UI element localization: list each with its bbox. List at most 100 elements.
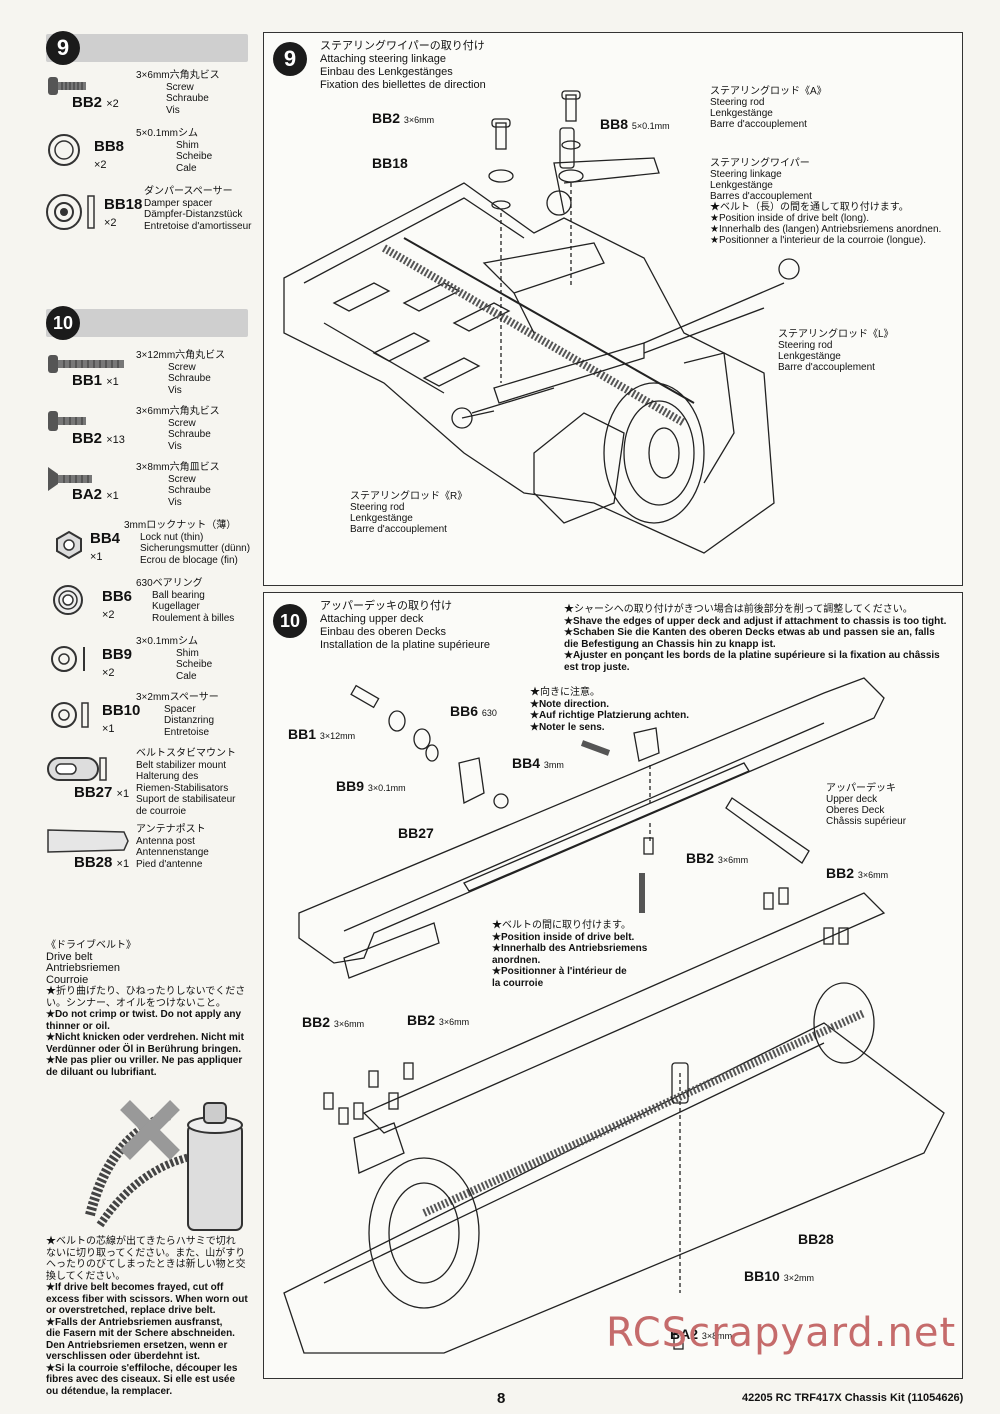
part-size: ダンパースペーサー [144, 186, 233, 197]
part-name-de: Schraube [168, 429, 211, 440]
part-name-fr: Vis [166, 104, 180, 116]
part-qty: ×1 [90, 551, 103, 563]
step9-title: ステアリングワイパーの取り付け Attaching steering linka… [320, 40, 486, 92]
belt-fray-line: ★Falls der Antriebsriemen ausfranst, [46, 1316, 223, 1328]
part-name-de: Schraube [166, 93, 209, 104]
part-code: BB10 [102, 702, 141, 719]
step10-bb28-label: BB28 [798, 1231, 834, 1247]
part-name-fr: Vis [168, 440, 182, 452]
spacer-icon [51, 702, 89, 728]
part-qty: ×1 [106, 490, 119, 502]
part-size: アンテナポスト [136, 824, 206, 835]
step10-shave-note: ★シャーシへの取り付けがきつい場合は前後部分を削って調整してください。 ★Sha… [564, 604, 947, 673]
step10-bb4-label: BB4 3mm [512, 755, 564, 771]
part-name-fr: Vis [168, 496, 182, 508]
step10-bb1-label: BB1 3×12mm [288, 726, 356, 742]
part-name-fr: Ecrou de blocage (fin) [140, 554, 238, 566]
part-name-en: Ball bearing [152, 589, 205, 601]
part-name-en: Screw [168, 361, 196, 373]
step10-badge: 10 [46, 306, 80, 340]
part-size: 3×6mm六角丸ビス [136, 70, 220, 81]
shim-icon [48, 134, 80, 166]
part-name-de: Schraube [168, 373, 211, 384]
part-name-fr: Roulement à billes [152, 612, 235, 624]
part-qty: ×1 [106, 376, 119, 388]
step10-bb2-label-c: BB2 3×6mm [302, 1014, 365, 1030]
belt-fray-line: ★Si la courroie s'effiloche, découper le… [46, 1362, 238, 1374]
belt-care-en: Drive belt [46, 950, 93, 963]
countersunk-screw-icon [48, 467, 92, 491]
step9-title-en: Attaching steering linkage [320, 53, 446, 65]
long-screw-icon [48, 355, 124, 373]
belt-fray-line: or overstretched, replace drive belt. [46, 1305, 216, 1316]
part-name-de: Antennenstange [136, 847, 209, 858]
part-name-de: Kugellager [152, 601, 200, 612]
page-number: 8 [497, 1390, 506, 1407]
part-qty: ×2 [106, 98, 119, 110]
part-name-en: Damper spacer [144, 197, 213, 209]
part-qty: ×2 [94, 159, 107, 171]
part-size: 3×0.1mmシム [136, 636, 198, 647]
step9-chassis-drawing [283, 90, 800, 554]
part-name-fr: Cale [176, 670, 197, 682]
part-size: 3×12mm六角丸ビス [136, 350, 226, 361]
part-code: BB6 [102, 588, 133, 605]
step9-panel [263, 32, 963, 586]
belt-fray-line: verschlissen oder überdehnt ist. [46, 1351, 200, 1362]
belt-care-line: ★Do not crimp or twist. Do not apply any [46, 1009, 242, 1020]
belt-fray-line: ou détendue, la remplacer. [46, 1385, 173, 1397]
belt-care-fr: Courroie [46, 973, 89, 986]
part-name-de: Sicherungsmutter (dünn) [140, 543, 251, 554]
part-code: BB9 [102, 646, 133, 663]
part-name-de: Dämpfer-Distanzstück [144, 209, 243, 220]
part-name-fr2: de courroie [136, 805, 187, 817]
lock-nut-icon [56, 530, 82, 560]
part-name-de: Halterung des [136, 771, 199, 782]
part-qty: ×1 [102, 723, 115, 735]
belt-fray-line: fibres avec des ciseaux. Si elle est usé… [46, 1374, 236, 1385]
part-name-de: Scheibe [176, 659, 213, 670]
part-code: BB18 [104, 196, 143, 213]
kit-footer: 42205 RC TRF417X Chassis Kit (11054626) [742, 1392, 964, 1404]
step9-title-fr: Fixation des biellettes de direction [320, 79, 486, 91]
hex-screw-icon [48, 411, 86, 431]
belt-care-line: de diluant ou lubrifiant. [46, 1066, 157, 1078]
part-bb4: BB4×1 3mmロックナット（薄）Lock nut (thin)Sicheru… [46, 520, 261, 574]
step10-diagram-badge: 10 [273, 604, 307, 638]
step10-belt-note: ★ベルトの間に取り付けます。 ★Position inside of drive… [492, 920, 648, 989]
step10-bb9-label: BB9 3×0.1mm [336, 778, 406, 794]
part-name-de: Distanzring [164, 715, 215, 726]
damper-spacer-icon [46, 194, 95, 230]
part-name-fr: Cale [176, 162, 197, 174]
part-name-fr: Pied d'antenne [136, 858, 203, 870]
ball-bearing-icon [53, 585, 83, 615]
belt-care-block: 《ドライブベルト》 Drive belt Antriebsriemen Cour… [46, 940, 261, 1078]
part-size: 3×6mm六角丸ビス [136, 406, 220, 417]
belt-fray-line: Den Antriebsriemen ersetzen, wenn er [46, 1339, 228, 1351]
part-name-en: Antenna post [136, 835, 195, 847]
antenna-post-icon [47, 829, 129, 853]
part-name-fr: Vis [168, 384, 182, 396]
belt-fray-line: ★If drive belt becomes frayed, cut off [46, 1282, 224, 1293]
belt-fray-line: 換してください。 [46, 1270, 126, 1282]
part-name-fr: Entretoise d'amortisseur [144, 220, 252, 232]
belt-fray-line: へったりのびてしまったときは新しい物と交 [46, 1259, 246, 1270]
part-code: BB4 [90, 530, 121, 547]
step9-badge: 9 [46, 31, 80, 65]
hex-screw-icon [48, 77, 86, 95]
belt-fray-line: ないに切り取ってください。また、山がすり [46, 1247, 246, 1259]
part-code: BA2 [72, 486, 103, 503]
part-qty: ×13 [106, 434, 125, 446]
belt-stabilizer-mount-icon [47, 757, 107, 781]
step10-bb27-label: BB27 [398, 825, 434, 841]
part-code: BB2 [72, 430, 103, 447]
part-size: 3mmロックナット（薄） [124, 520, 237, 531]
